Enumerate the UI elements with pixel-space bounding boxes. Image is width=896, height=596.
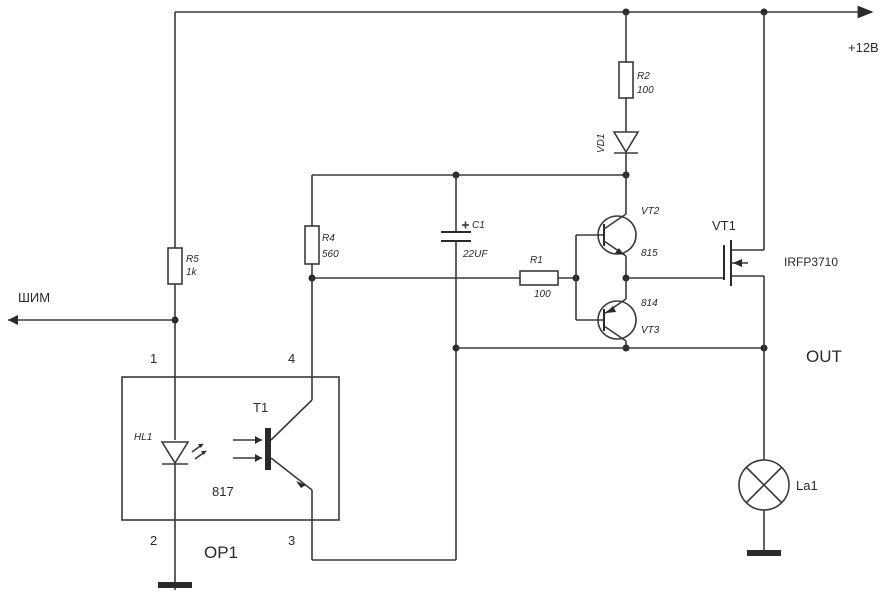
- capacitor-c1-icon: [441, 175, 471, 560]
- led-name: HL1: [134, 432, 152, 443]
- lamp-la1-icon: [738, 459, 790, 552]
- vd1-name: VD1: [596, 134, 607, 153]
- r5-value: 1k: [186, 267, 198, 278]
- r2-resistor: [618, 61, 634, 99]
- r5-resistor: [167, 247, 183, 285]
- mosfet-vt1-icon: [723, 12, 765, 460]
- transistor-vt2-icon: [597, 175, 637, 278]
- led-hl1-icon: [160, 441, 207, 590]
- supply-rail: [175, 5, 874, 19]
- diode-vd1-icon: [612, 131, 640, 175]
- phototransistor-t1-icon: [233, 399, 313, 491]
- pwm-input-line: [8, 315, 175, 325]
- transistor-vt3-icon: [597, 278, 637, 348]
- t1-name: T1: [253, 400, 268, 415]
- vt2-name: VT2: [641, 206, 660, 217]
- r4-value: 560: [322, 249, 339, 260]
- r1-value: 100: [534, 289, 551, 300]
- r5-name: R5: [186, 254, 199, 265]
- op1-pin-3: 3: [288, 533, 295, 548]
- vt3-name: VT3: [641, 325, 660, 336]
- op1-part: 817: [212, 484, 234, 499]
- r5-branch: [167, 12, 183, 440]
- c1-name: C1: [472, 220, 485, 231]
- op1-pin-4: 4: [288, 351, 295, 366]
- vt1-name: VT1: [712, 218, 736, 233]
- c1-value: 22UF: [462, 249, 488, 260]
- pwm-label: ШИМ: [18, 290, 50, 305]
- lamp-ground-icon: [747, 550, 781, 556]
- r2-value: 100: [637, 85, 654, 96]
- r1-resistor: [519, 270, 559, 286]
- r1-name: R1: [530, 255, 543, 266]
- ground-icon: [158, 582, 192, 588]
- op1-name: OP1: [204, 543, 238, 562]
- vt3-value: 814: [641, 298, 658, 309]
- out-label: OUT: [806, 347, 842, 366]
- r4-resistor: [304, 225, 320, 265]
- optocoupler-body: [121, 376, 340, 521]
- op1-pin-1: 1: [150, 351, 157, 366]
- la1-name: La1: [796, 478, 818, 493]
- op1-pin-2: 2: [150, 533, 157, 548]
- vt1-value: IRFP3710: [784, 255, 838, 269]
- supply-label: +12B: [848, 40, 879, 55]
- vt2-value: 815: [641, 248, 658, 259]
- r4-name: R4: [322, 233, 335, 244]
- r2-name: R2: [637, 71, 650, 82]
